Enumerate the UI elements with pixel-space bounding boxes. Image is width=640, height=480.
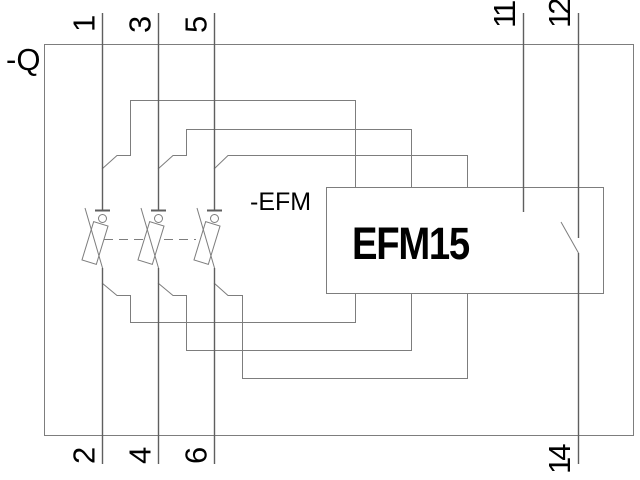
terminal-label-5: 5 [179,16,214,33]
device-ref-label: -Q [6,42,40,77]
ct-loop-2-upper [157,129,412,187]
ct-loop-3-lower [213,282,468,379]
terminal-label-4: 4 [123,447,158,464]
ct-loop-2-lower [157,282,412,351]
terminal-layer [95,13,580,464]
module-name-label: EFM15 [352,218,470,269]
wire-layer [44,44,634,436]
label-layer: -Q -EFM EFM15 1 3 5 11 12 2 4 6 14 [6,0,577,474]
terminal-label-1: 1 [67,15,102,32]
module-ref-label: -EFM [250,188,311,216]
terminal-label-3: 3 [123,16,158,33]
terminal-label-14: 14 [542,444,577,474]
aux-contact-blade [560,221,579,254]
contact-circle-3 [210,214,219,223]
contact-blade-1 [84,207,103,269]
ct-loop-3-upper [213,155,468,187]
contact-blade-3 [196,207,215,269]
terminal-label-12: 12 [542,0,577,28]
contact-blade-2 [140,207,159,269]
contact-circle-1 [98,214,107,223]
terminal-label-6: 6 [179,447,214,464]
device-boundary [44,44,634,436]
terminal-label-2: 2 [67,447,102,464]
ct-loop-1-lower [101,282,356,323]
ct-loop-1-upper [101,100,356,187]
efm-module-box [326,187,604,294]
contact-circle-2 [154,214,163,223]
terminal-label-11: 11 [487,1,522,28]
